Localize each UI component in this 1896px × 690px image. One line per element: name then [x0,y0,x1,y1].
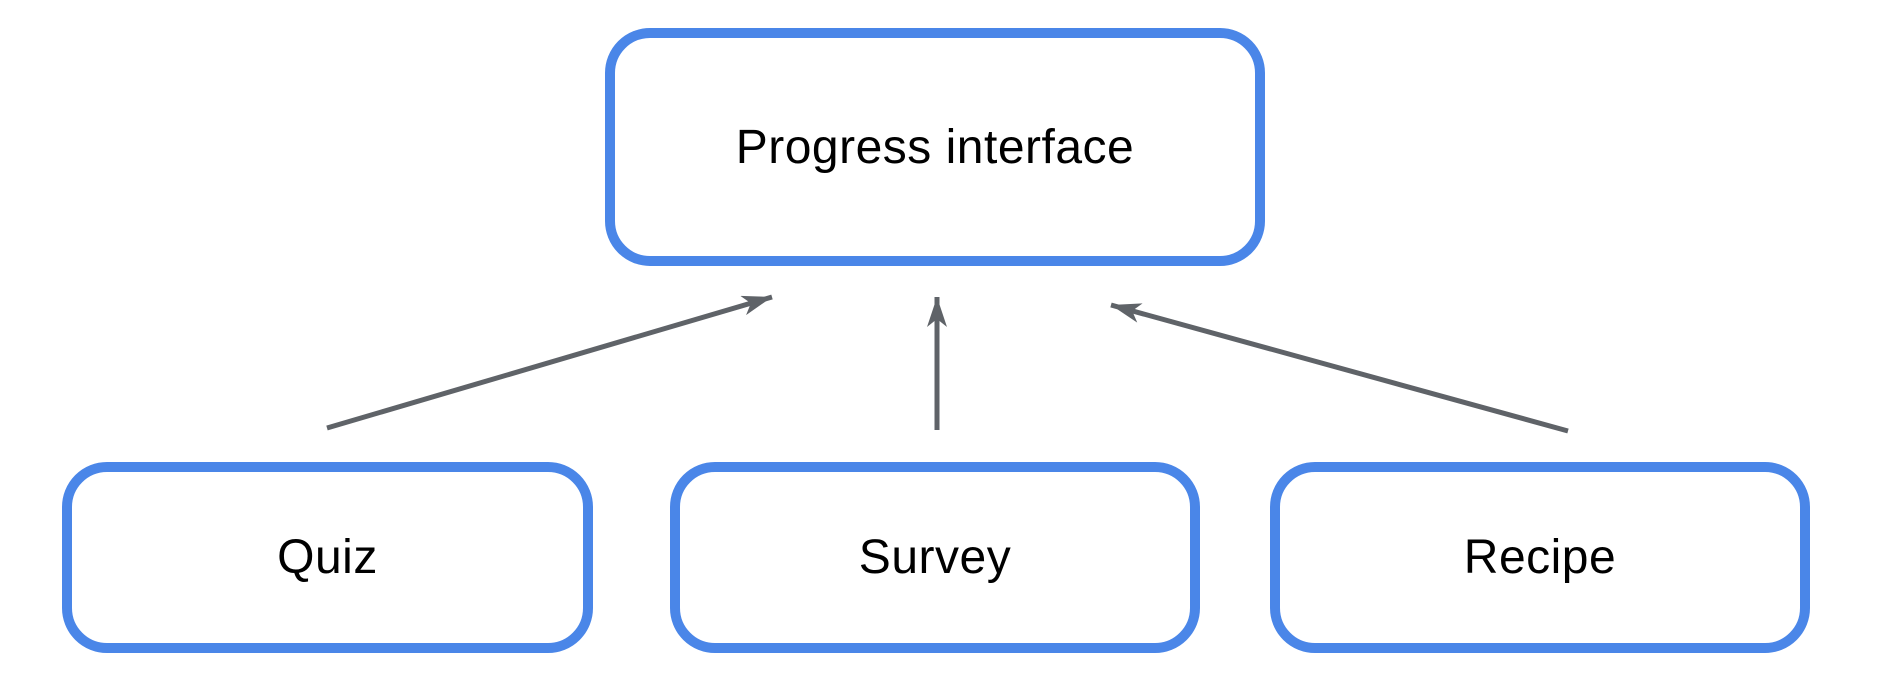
node-recipe-label: Recipe [1463,531,1617,584]
node-quiz: Quiz [62,462,593,653]
node-recipe: Recipe [1270,462,1810,653]
node-survey: Survey [670,462,1200,653]
arrow-recipe-to-progress-interface [1110,302,1569,434]
node-progress-interface-label: Progress interface [735,120,1135,174]
node-progress-interface: Progress interface [605,28,1265,266]
node-quiz-label: Quiz [277,531,378,584]
node-survey-label: Survey [858,531,1012,584]
arrow-quiz-to-progress-interface [326,294,773,431]
